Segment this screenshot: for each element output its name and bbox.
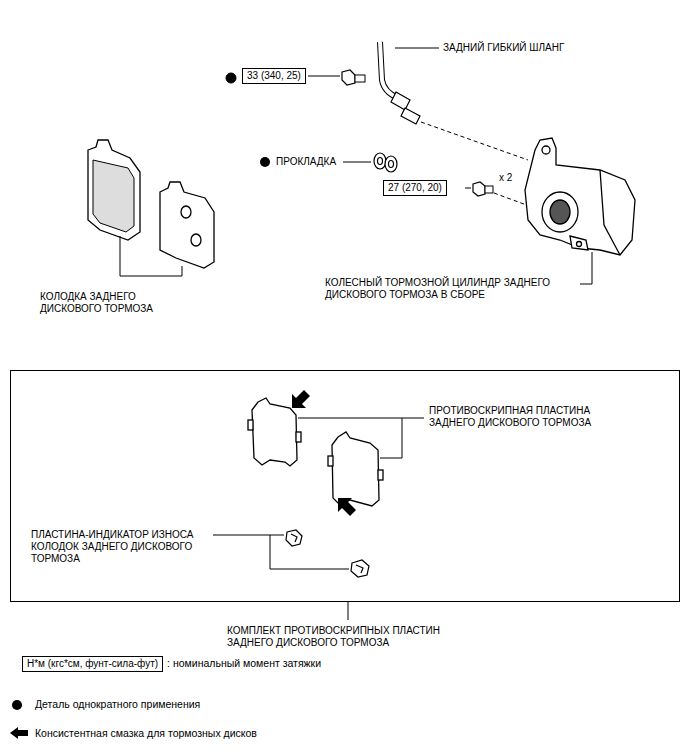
legend-text: Деталь однократного применения xyxy=(35,698,200,711)
shim xyxy=(296,432,301,442)
wear-indicator xyxy=(351,560,369,577)
grease-arrow xyxy=(338,498,356,516)
part-label: ПРОКЛАДКА xyxy=(276,156,336,168)
grease-arrow xyxy=(292,390,356,516)
kit-frame: ПРОТИВОСКРИПНАЯ ПЛАСТИНА ЗАДНЕГО ДИСКОВО… xyxy=(10,370,680,602)
legend-torque-box: Н*м (кгс*см, фунт-сила-фут) xyxy=(22,656,163,672)
caliper xyxy=(570,236,588,250)
legend-symbol xyxy=(10,727,28,739)
caliper xyxy=(550,200,570,224)
wear-indicator xyxy=(356,565,363,573)
shim xyxy=(248,420,253,430)
caliper xyxy=(600,170,620,255)
brake-hose xyxy=(401,108,420,124)
brake-hose xyxy=(380,42,528,160)
gasket xyxy=(389,161,394,168)
torque-box: 27 (270, 20) xyxy=(383,180,447,196)
caliper-bolt xyxy=(485,186,493,193)
gasket xyxy=(385,156,397,172)
legend-text: : номинальный момент затяжки xyxy=(167,657,321,670)
grease-arrow xyxy=(292,390,310,408)
part-label: КОЛЕСНЫЙ ТОРМОЗНОЙ ЦИЛИНДР ЗАДНЕГО ДИСКО… xyxy=(325,277,575,301)
box-text: 33 (340, 25) xyxy=(247,70,301,81)
caliper xyxy=(580,252,592,284)
box-text: Н*м (кгс*см, фунт-сила-фут) xyxy=(27,658,158,669)
shim xyxy=(252,398,297,466)
legend-symbol xyxy=(10,700,28,739)
bolt xyxy=(226,73,236,83)
gasket xyxy=(378,158,383,165)
brake-hose xyxy=(421,122,528,160)
part-name: ПЛАСТИНА-ИНДИКАТОР ИЗНОСА КОЛОДОК ЗАДНЕГ… xyxy=(31,529,221,565)
bolt xyxy=(342,70,355,85)
brake-pad xyxy=(120,236,182,276)
wear-indicator xyxy=(213,530,369,620)
wear-indicator xyxy=(286,530,302,546)
shim xyxy=(402,418,424,419)
caliper-bolt xyxy=(465,188,471,189)
bolt xyxy=(308,76,340,77)
wear-indicator xyxy=(348,602,349,620)
brake-pad xyxy=(191,234,201,246)
brake-pad xyxy=(93,160,134,232)
part-name: ПРОТИВОСКРИПНАЯ ПЛАСТИНА ЗАДНЕГО ДИСКОВО… xyxy=(429,405,629,429)
bolt xyxy=(355,75,365,82)
legend-symbol xyxy=(12,700,22,710)
wear-indicator xyxy=(270,535,349,569)
part-label: КОЛОДКА ЗАДНЕГО ДИСКОВОГО ТОРМОЗА xyxy=(40,291,175,315)
part-label: ЗАДНИЙ ГИБКИЙ ШЛАНГ xyxy=(443,42,564,54)
brake-hose xyxy=(380,42,398,98)
legend-text: Консистентная смазка для тормозных диско… xyxy=(35,727,257,740)
caliper xyxy=(525,138,635,284)
kit-heading: КОМПЛЕКТ ПРОТИВОСКРИПНЫХ ПЛАСТИН ЗАДНЕГО… xyxy=(227,625,467,649)
wear-indicator xyxy=(213,535,284,536)
brake-pad xyxy=(88,140,140,240)
brake-pad xyxy=(88,140,214,276)
caliper-bolt xyxy=(473,182,485,196)
shim xyxy=(248,398,424,506)
caliper xyxy=(577,242,582,247)
box-text: 27 (270, 20) xyxy=(388,182,442,193)
shim xyxy=(378,470,383,480)
shim xyxy=(332,432,379,506)
gasket xyxy=(260,153,397,172)
caliper xyxy=(525,138,635,255)
gasket xyxy=(343,162,371,163)
caliper xyxy=(542,192,578,232)
gasket xyxy=(374,153,386,169)
wear-indicator xyxy=(291,534,297,542)
brake-hose xyxy=(391,92,410,110)
brake-hose xyxy=(395,48,439,49)
brake-hose xyxy=(380,42,398,98)
brake-pad xyxy=(181,206,191,218)
gasket xyxy=(260,157,270,167)
caliper xyxy=(542,146,550,154)
shim xyxy=(328,456,333,466)
part-label: x 2 xyxy=(499,172,512,184)
brake-pad xyxy=(160,182,214,268)
torque-box: 33 (340, 25) xyxy=(242,68,306,84)
shim xyxy=(298,418,402,458)
